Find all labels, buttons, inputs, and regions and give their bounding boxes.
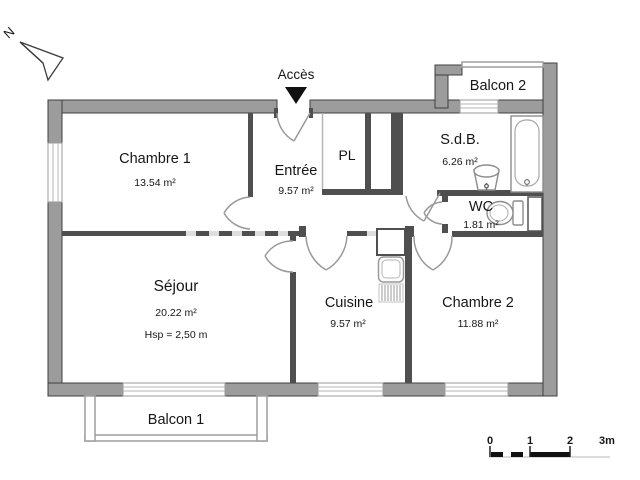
pl-bottom-wall [322,189,403,195]
cuisine-name: Cuisine [325,295,373,311]
sdb-area: 6.26 m² [442,156,478,168]
door-entry [276,112,311,142]
wall-right [542,62,558,397]
balcon2-name: Balcon 2 [470,78,526,94]
door-jamb-cuisine-left [299,226,306,237]
balcon1-name: Balcon 1 [148,412,204,428]
partition-sdb-bottom [437,190,543,196]
window-sejour-balcony [122,382,226,397]
window-cuisine [317,382,384,397]
duct-shaft [527,196,543,232]
door-chambre1 [223,196,251,230]
door-jamb-chambre2-left [405,226,414,237]
wall-left-upper [47,99,63,145]
access-arrow-icon [285,87,307,104]
balcony-rails [84,61,544,442]
wall-bottom-3 [382,382,446,397]
room-labels: Chambre 1 13.54 m² Entrée 9.57 m² PL S.d… [119,78,526,428]
entree-name: Entrée [275,163,318,179]
window-chambre1 [47,142,63,203]
partition-sejour-top-solid [62,231,173,236]
door-cuisine [305,235,348,271]
scale-bar: 0 1 2 3m [487,435,615,458]
sejour-area: 20.22 m² [155,307,197,319]
partition-sejour-cuisine-stub [290,231,296,241]
doors [223,112,453,273]
toilet [486,200,524,226]
scale-tick-3m: 3m [599,435,615,447]
balcony1-rail-right [256,395,268,442]
wall-left-lower [47,200,63,397]
balcony1-rail-bottom [84,434,268,442]
wc-area: 1.81 m² [463,219,499,231]
wall-top-left [47,99,278,114]
door-sdb [405,192,441,222]
wall-bottom-2 [224,382,319,397]
access-label: Accès [278,67,315,82]
window-chambre2 [444,382,509,397]
entree-area: 9.57 m² [278,185,314,197]
partition-wc-bottom [452,231,543,237]
door-sejour [264,240,294,273]
partition-sejour-top-dash-base [173,231,300,236]
chambre1-area: 13.54 m² [134,177,176,189]
wc-wall-stub-bottom [442,224,448,233]
door-jamb-entry-left [274,108,278,118]
scale-tick-0: 0 [487,435,493,447]
washbasin [473,164,500,191]
wc-name: WC [469,199,493,215]
wall-bottom-1 [47,382,124,397]
scale-tick-1: 1 [527,435,533,447]
bathtub [510,115,544,193]
chambre2-area: 11.88 m² [458,318,499,330]
north-arrow: N [0,24,65,82]
partition-cuisine-chambre2 [405,237,412,383]
partition-chambre1-entree [248,113,253,197]
partition-pl-sdb [397,113,403,190]
door-jamb-entry-right [309,108,313,118]
door-chambre2 [413,235,453,271]
pl-divider-1 [365,113,371,189]
chambre2-name: Chambre 2 [442,295,514,311]
sdb-name: S.d.B. [440,132,480,148]
window-sdb-balcony2 [459,99,499,114]
cuisine-area: 9.57 m² [330,318,366,330]
scale-tick-2: 2 [567,435,573,447]
balcony2-rail-top [461,61,544,68]
wc-wall-stub-top [442,196,448,202]
pl-divider-2 [391,113,397,189]
kitchen-sink-unit [376,228,406,303]
balcony1-rail-left [84,395,96,442]
access-marker: Accès [278,67,315,104]
pl-name: PL [338,147,355,163]
partition-hall-cuisine-cap [347,231,355,236]
north-label: N [0,24,17,41]
sejour-ceiling-height: Hsp = 2,50 m [145,329,208,341]
partitions [62,108,543,383]
fixtures [376,115,544,303]
partition-sejour-cuisine [290,272,296,383]
windows [47,99,509,397]
door-wc [423,201,443,225]
wall-balcony2-top-stub [434,64,463,76]
chambre1-name: Chambre 1 [119,151,191,167]
sejour-name: Séjour [154,278,199,295]
